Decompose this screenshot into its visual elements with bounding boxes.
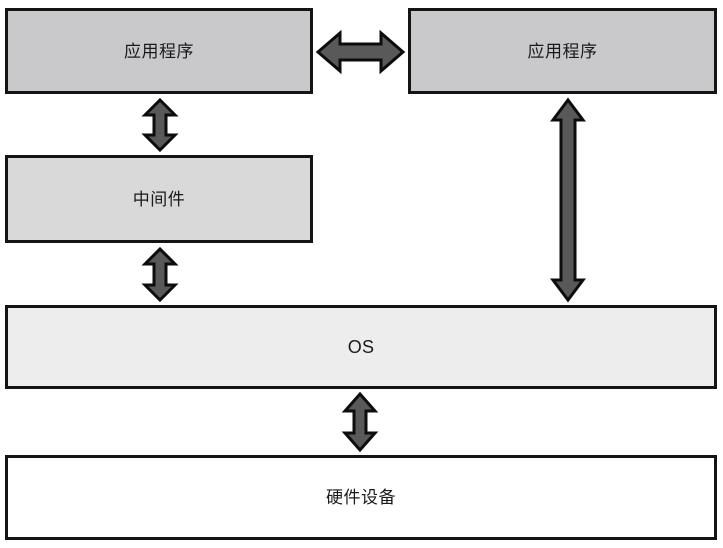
- node-hardware-device[interactable]: 硬件设备: [5, 455, 717, 540]
- arrow-application-to-middleware: [141, 97, 179, 153]
- node-label-application-right: 应用程序: [527, 41, 598, 61]
- double-arrow-vertical-long-icon: [550, 97, 586, 303]
- node-application-left[interactable]: 应用程序: [5, 8, 313, 94]
- arrow-application-to-os: [550, 97, 586, 303]
- arrow-middleware-to-os: [141, 246, 179, 303]
- double-arrow-vertical-icon: [341, 391, 379, 453]
- node-application-right[interactable]: 应用程序: [408, 8, 717, 94]
- node-label-application-left: 应用程序: [124, 41, 194, 61]
- double-arrow-vertical-icon: [141, 97, 179, 153]
- node-os[interactable]: OS: [5, 305, 717, 389]
- node-label-os: OS: [347, 337, 375, 357]
- double-arrow-vertical-icon: [141, 246, 179, 303]
- node-label-middleware: 中间件: [132, 189, 186, 209]
- node-middleware[interactable]: 中间件: [5, 155, 313, 243]
- arrow-application-to-application: [315, 29, 406, 75]
- arrow-os-to-hardware-device: [341, 391, 379, 453]
- double-arrow-horizontal-icon: [315, 29, 406, 75]
- node-label-hardware-device: 硬件设备: [326, 488, 396, 507]
